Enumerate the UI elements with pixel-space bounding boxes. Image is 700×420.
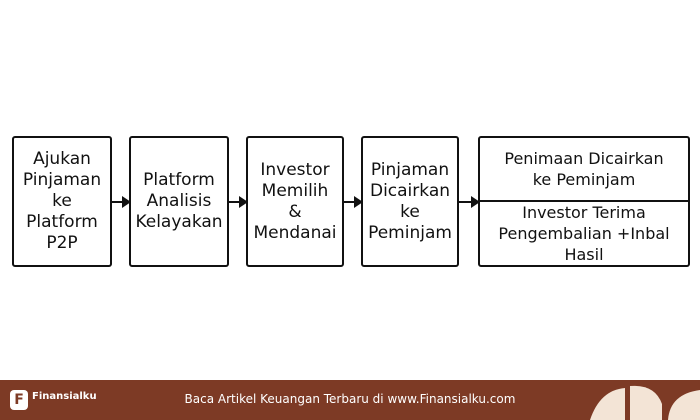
step-text: Investor Terima: [522, 203, 646, 222]
arrow-right: [459, 196, 480, 208]
step-text: Peminjam: [368, 222, 452, 243]
step-text: ke Peminjam: [532, 170, 636, 189]
logo-icon: F: [10, 390, 28, 410]
step-text: ke: [400, 201, 420, 222]
step-platform-analisis: Platform Analisis Kelayakan: [129, 136, 229, 267]
step-text: Penimaan Dicairkan: [504, 149, 664, 168]
step-text: Kelayakan: [135, 212, 223, 232]
step-text: Pinjaman: [370, 159, 450, 180]
step-final: Penimaan Dicairkan ke Peminjam Investor …: [478, 136, 690, 267]
step-text: Investor: [260, 159, 330, 180]
decoration-shape-icon: [590, 385, 700, 420]
footer-link-text[interactable]: Baca Artikel Keuangan Terbaru di www.Fin…: [184, 392, 516, 406]
step-final-top: Penimaan Dicairkan ke Peminjam: [480, 138, 688, 200]
step-text: &: [288, 201, 302, 222]
step-text: Dicairkan: [369, 180, 451, 201]
flow-diagram: Ajukan Pinjaman ke Platform P2P Platform…: [12, 136, 690, 267]
step-text: Ajukan: [33, 149, 91, 169]
box-divider: [480, 200, 688, 202]
step-text: Analisis: [146, 191, 212, 211]
step-text: Platform: [143, 170, 215, 190]
step-text: Platform: [26, 212, 98, 232]
step-text: Pinjaman: [22, 170, 102, 190]
step-final-bottom: Investor Terima Pengembalian +Inbal Hasi…: [480, 202, 688, 265]
step-text: ke: [52, 191, 72, 211]
step-text: Memilih: [261, 180, 329, 201]
step-investor-memilih: Investor Memilih & Mendanai: [246, 136, 344, 267]
arrow-right: [344, 196, 363, 208]
footer-banner: F Finansialku Baca Artikel Keuangan Terb…: [0, 380, 700, 420]
arrow-right: [229, 196, 248, 208]
step-pinjaman-dicairkan: Pinjaman Dicairkan ke Peminjam: [361, 136, 459, 267]
step-text: Mendanai: [253, 222, 337, 243]
finansialku-logo[interactable]: F Finansialku: [10, 388, 130, 414]
step-text: Pengembalian +Inbal Hasil: [498, 224, 670, 264]
logo-text: Finansialku: [32, 391, 97, 402]
step-text: P2P: [46, 233, 78, 253]
step-ajukan-pinjaman: Ajukan Pinjaman ke Platform P2P: [12, 136, 112, 267]
arrow-right: [112, 196, 131, 208]
